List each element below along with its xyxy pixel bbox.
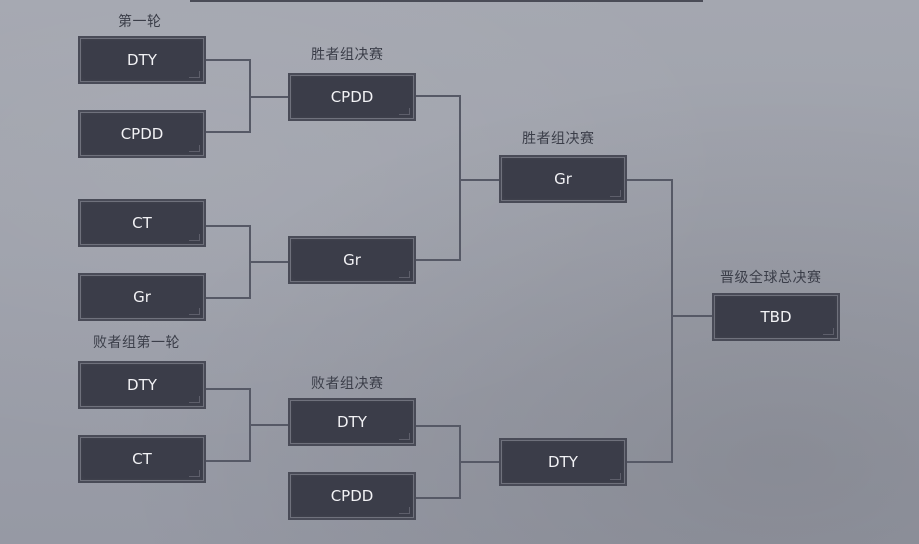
match-slot-wr1-1[interactable]: DTY [78,36,206,84]
match-slot-lr2-1[interactable]: DTY [288,398,416,446]
connector [250,424,288,426]
losers-final-label: 败者组决赛 [311,376,384,392]
match-slot-wr1-4[interactable]: Gr [78,273,206,321]
team-name: CPDD [120,125,164,143]
connector [250,261,288,263]
connector [206,388,250,390]
connector [206,225,250,227]
top-bar [190,0,703,2]
match-slot-lr1-1[interactable]: DTY [78,361,206,409]
connector [416,497,460,499]
connector [416,95,460,97]
team-name: Gr [554,170,572,188]
team-name: DTY [337,413,367,431]
match-slot-wr1-2[interactable]: CPDD [78,110,206,158]
connector [206,297,250,299]
connector [460,461,499,463]
connector [459,95,461,261]
match-slot-grand-final[interactable]: TBD [712,293,840,341]
grand-final-label: 晋级全球总决赛 [720,270,822,286]
connector [627,461,672,463]
connector [206,59,250,61]
team-name: CPDD [330,88,374,106]
match-slot-wr1-3[interactable]: CT [78,199,206,247]
match-slot-wr2-1[interactable]: CPDD [288,73,416,121]
team-name: CPDD [330,487,374,505]
team-name: DTY [127,376,157,394]
match-slot-winners-final[interactable]: Gr [499,155,627,203]
team-name: Gr [343,251,361,269]
connector [206,460,250,462]
match-slot-lr2-2[interactable]: CPDD [288,472,416,520]
connector [206,131,250,133]
team-name: DTY [127,51,157,69]
match-slot-losers-final[interactable]: DTY [499,438,627,486]
team-name: CT [132,214,152,232]
connector [460,179,499,181]
losers-round1-label: 败者组第一轮 [93,335,180,351]
connector [627,179,672,181]
round1-label: 第一轮 [118,14,162,30]
connector [250,96,288,98]
connector [416,425,460,427]
match-slot-lr1-2[interactable]: CT [78,435,206,483]
match-slot-wr2-2[interactable]: Gr [288,236,416,284]
team-name: Gr [133,288,151,306]
team-name: DTY [548,453,578,471]
connector [671,179,673,463]
connector [672,315,712,317]
team-name: TBD [760,308,792,326]
winners-final-label: 胜者组决赛 [522,131,595,147]
winners-semi-label: 胜者组决赛 [311,47,384,63]
connector [416,259,460,261]
team-name: CT [132,450,152,468]
